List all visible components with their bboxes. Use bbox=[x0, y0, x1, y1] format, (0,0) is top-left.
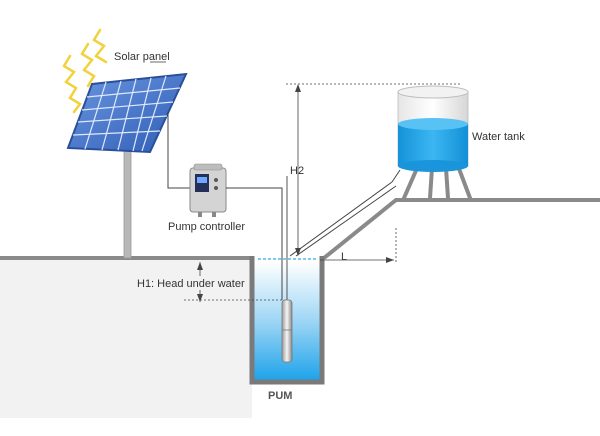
h1-dimension bbox=[184, 262, 282, 302]
pump-label: PUM bbox=[268, 390, 292, 402]
delivery-pipe bbox=[289, 169, 401, 257]
solar-pole bbox=[123, 147, 132, 259]
pump-controller-label: Pump controller bbox=[168, 221, 245, 233]
submersible-pump-icon bbox=[281, 176, 293, 363]
l-label: L bbox=[341, 251, 347, 263]
water-tank-icon bbox=[397, 85, 472, 200]
pump-controller-icon bbox=[189, 163, 227, 217]
h2-dimension bbox=[286, 83, 462, 256]
ground-right bbox=[322, 198, 600, 418]
h1-label: H1: Head under water bbox=[137, 278, 245, 290]
solar-panel-label: Solar panel bbox=[114, 51, 170, 63]
controller-to-pump-wire bbox=[226, 187, 283, 300]
l-dimension bbox=[320, 228, 397, 263]
solar-panel-icon bbox=[66, 72, 188, 154]
panel-to-controller-wire bbox=[167, 112, 190, 189]
sun-rays-icon bbox=[62, 28, 108, 114]
ground-left bbox=[0, 256, 252, 418]
h2-label: H2 bbox=[290, 165, 304, 177]
water-tank-label: Water tank bbox=[472, 131, 525, 143]
